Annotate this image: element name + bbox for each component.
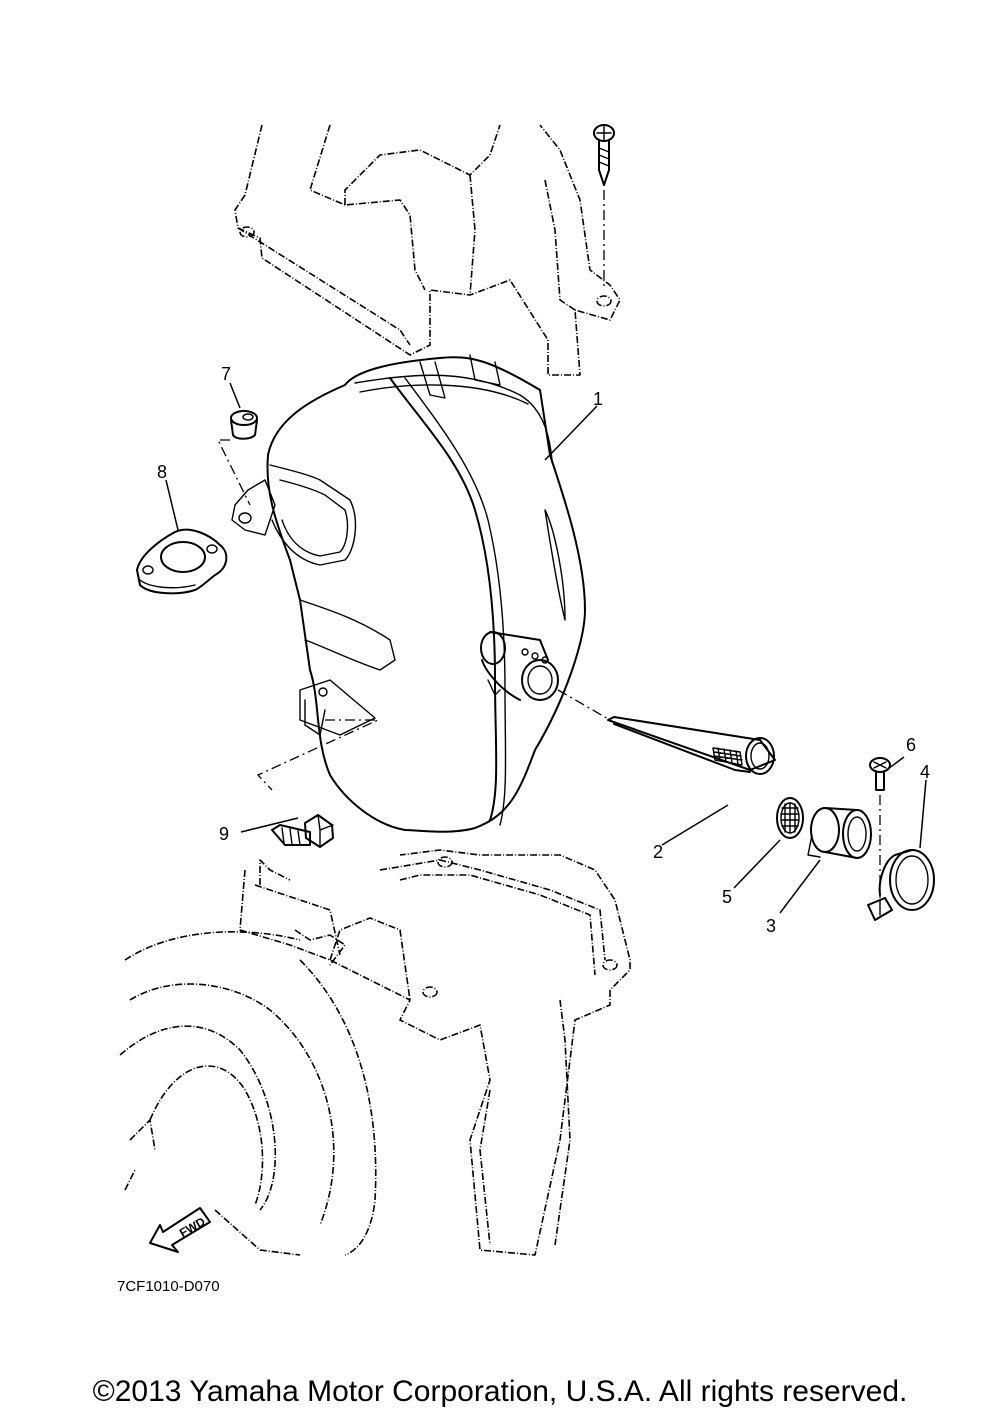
callout-4: 4 xyxy=(920,762,930,782)
callout-3: 3 xyxy=(766,916,776,936)
hose-clamp xyxy=(867,849,935,921)
callout-9: 9 xyxy=(219,824,229,844)
callout-8: 8 xyxy=(157,462,167,482)
gasket xyxy=(136,528,228,595)
tailpipe-screen xyxy=(607,716,776,775)
callout-1: 1 xyxy=(593,389,603,409)
intake-tunnel-outline xyxy=(119,931,377,1256)
muffler-outlet-pipe xyxy=(480,631,611,721)
flange-bolt xyxy=(256,719,379,848)
fwd-label: FWD xyxy=(177,1214,208,1240)
collar xyxy=(216,410,258,506)
callout-2: 2 xyxy=(653,842,663,862)
callout-leaders xyxy=(165,382,927,914)
mesh-screen xyxy=(776,797,804,839)
callout-6: 6 xyxy=(906,735,916,755)
fwd-arrow-icon: FWD xyxy=(149,1207,211,1253)
copyright-notice: ©2013 Yamaha Motor Corporation, U.S.A. A… xyxy=(92,1375,908,1408)
rubber-joint xyxy=(807,807,872,859)
diagram-code: 7CF1010-D070 xyxy=(117,1278,220,1295)
callout-7: 7 xyxy=(221,364,231,384)
muffler xyxy=(231,354,586,833)
upper-deck-outline xyxy=(234,124,621,376)
tapping-screw xyxy=(593,124,615,290)
callout-5: 5 xyxy=(722,887,732,907)
lower-hull-outline xyxy=(239,849,631,1256)
clamp-screw xyxy=(869,757,891,898)
